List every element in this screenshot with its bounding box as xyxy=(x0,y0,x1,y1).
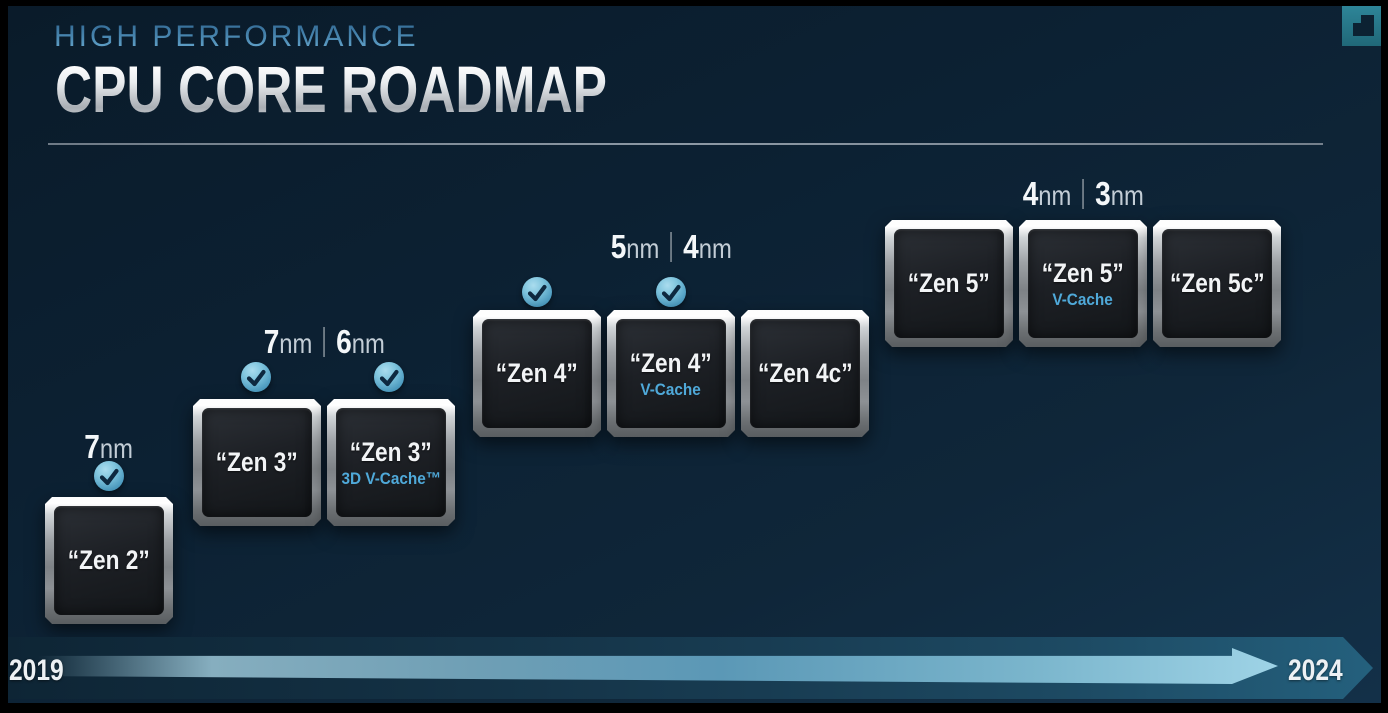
check-icon xyxy=(374,362,404,392)
slide-kicker: HIGH PERFORMANCE xyxy=(54,20,419,53)
label-divider xyxy=(1082,179,1084,209)
chip-frame: “Zen 4” xyxy=(473,310,601,437)
chip-zen5-vcache: “Zen 5” V-Cache xyxy=(1019,220,1147,347)
chip-zen4c: “Zen 4c” xyxy=(741,310,869,437)
chip-sublabel: V-Cache xyxy=(1052,289,1114,309)
chip-die: “Zen 2” xyxy=(54,506,164,615)
process-node-label-zen2: 7nm xyxy=(84,428,134,465)
chip-zen5c: “Zen 5c” xyxy=(1153,220,1281,347)
chip-die: “Zen 5c” xyxy=(1162,229,1272,338)
check-icon xyxy=(241,362,271,392)
check-icon xyxy=(522,277,552,307)
chip-frame: “Zen 5” V-Cache xyxy=(1019,220,1147,347)
amd-arrow-icon xyxy=(1353,15,1374,36)
chip-zen2: “Zen 2” xyxy=(45,497,173,624)
chip-label: “Zen 2” xyxy=(68,545,150,575)
amd-logo-badge xyxy=(1342,6,1381,46)
page-title: CPU CORE ROADMAP xyxy=(55,52,608,126)
chip-die: “Zen 3” xyxy=(202,408,312,517)
chip-label: “Zen 4” xyxy=(496,358,578,388)
chip-label: “Zen 5c” xyxy=(1169,268,1265,298)
chip-label: “Zen 5” xyxy=(1042,257,1124,288)
chip-frame: “Zen 2” xyxy=(45,497,173,624)
chip-frame: “Zen 5” xyxy=(885,220,1013,347)
chip-frame: “Zen 4” V-Cache xyxy=(607,310,735,437)
chip-zen5: “Zen 5” xyxy=(885,220,1013,347)
check-icon xyxy=(656,277,686,307)
title-divider-rule xyxy=(48,143,1323,145)
slide-background: HIGH PERFORMANCE CPU CORE ROADMAP 7nm “Z… xyxy=(8,6,1381,703)
chip-frame: “Zen 5c” xyxy=(1153,220,1281,347)
chip-die: “Zen 4” xyxy=(482,319,592,428)
chip-zen3: “Zen 3” xyxy=(193,399,321,526)
chip-zen4: “Zen 4” xyxy=(473,310,601,437)
chip-die: “Zen 4” V-Cache xyxy=(616,319,726,428)
chip-sublabel: V-Cache xyxy=(640,379,702,399)
timeline-start-year: 2019 xyxy=(9,654,64,687)
chip-die: “Zen 5” V-Cache xyxy=(1028,229,1138,338)
chip-label: “Zen 3” xyxy=(350,436,432,467)
chip-frame: “Zen 3” 3D V-Cache™ xyxy=(327,399,455,526)
chip-label: “Zen 5” xyxy=(908,268,990,298)
chip-zen4-vcache: “Zen 4” V-Cache xyxy=(607,310,735,437)
chip-die: “Zen 5” xyxy=(894,229,1004,338)
chip-label: “Zen 4c” xyxy=(757,358,853,388)
chip-die: “Zen 4c” xyxy=(750,319,860,428)
chip-zen3-3d-vcache: “Zen 3” 3D V-Cache™ xyxy=(327,399,455,526)
label-divider xyxy=(670,232,672,262)
zen2-group: 7nm “Zen 2” xyxy=(45,430,173,624)
check-icon xyxy=(94,461,124,491)
chip-sublabel: 3D V-Cache™ xyxy=(341,468,441,488)
chip-die: “Zen 3” 3D V-Cache™ xyxy=(336,408,446,517)
chip-frame: “Zen 3” xyxy=(193,399,321,526)
chip-label: “Zen 3” xyxy=(216,447,298,477)
label-divider xyxy=(323,327,325,357)
chip-label: “Zen 4” xyxy=(630,347,712,378)
chip-frame: “Zen 4c” xyxy=(741,310,869,437)
timeline-end-year: 2024 xyxy=(1288,654,1343,687)
